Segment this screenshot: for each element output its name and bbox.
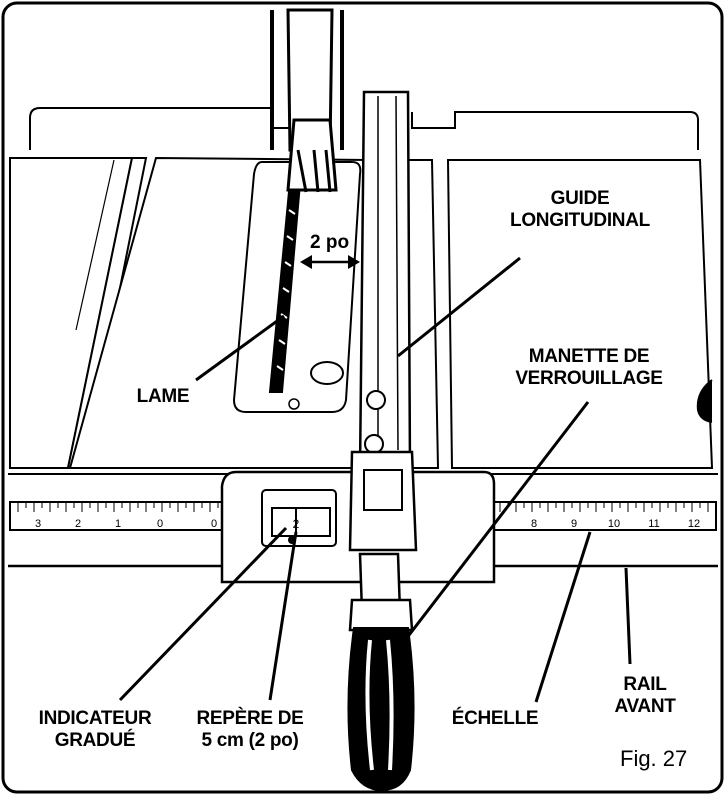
label-repere-line1: REPÈRE DE [196, 708, 304, 729]
scale-left-number: 0 [157, 518, 163, 530]
blade-guard-upper [270, 10, 344, 150]
right-extension-wing [446, 159, 714, 469]
leader-echelle [534, 531, 592, 703]
label-indicateur-line1: INDICATEUR [38, 708, 152, 729]
scale-strip-right [493, 501, 717, 531]
label-indicateur-line2: GRADUÉ [54, 730, 136, 751]
label-manette-line1: MANETTE DE [528, 346, 650, 367]
scale-right-number: 11 [648, 518, 659, 530]
handle-grip-highlight [365, 639, 394, 771]
label-rail-avant: RAIL AVANT [590, 674, 700, 718]
handle-grip [347, 627, 415, 792]
left-wing-slot-line [75, 159, 115, 331]
scale-right-number: 10 [608, 518, 620, 530]
anti-kickback-pawls [286, 118, 338, 192]
scale-right-number: 9 [571, 518, 577, 530]
throat-plate [232, 161, 362, 413]
pawl-teeth [296, 149, 332, 193]
right-wing-bump [696, 379, 713, 423]
figure-number: Fig. 27 [620, 746, 688, 771]
label-indicateur-gradue: INDICATEUR GRADUÉ [20, 708, 170, 752]
scale-ticks-left [17, 502, 219, 512]
label-guide-line2: LONGITUDINAL [510, 210, 650, 231]
label-manette-verrouillage: MANETTE DE VERROUILLAGE [494, 346, 684, 390]
plate-knob [310, 361, 344, 385]
label-repere-line2: 5 cm (2 po) [201, 730, 299, 751]
table-rear-edge-right [411, 111, 699, 150]
label-rail-line2: AVANT [614, 696, 676, 717]
table-rear-edge [29, 107, 300, 150]
leader-lame [195, 314, 285, 382]
label-lame: LAME [118, 386, 208, 408]
dimension-arrow-left-head [300, 255, 312, 269]
fence-screw-top [366, 390, 386, 410]
leader-manette [394, 401, 590, 653]
scale-ticks-right [499, 502, 709, 512]
main-table-right [406, 159, 440, 469]
leader-lines [118, 256, 632, 703]
leader-guide [397, 256, 521, 358]
fence-screw-bottom [364, 434, 384, 454]
label-manette-line2: VERROUILLAGE [515, 368, 663, 389]
scale-left-number: 0 [211, 518, 217, 530]
scale-left-number: 1 [115, 518, 121, 530]
leader-repere [268, 531, 298, 701]
label-guide-line1: GUIDE [550, 188, 610, 209]
leader-rail [624, 567, 632, 665]
rip-fence-rail [358, 90, 412, 472]
indicator-scale-number: 2 [293, 517, 300, 531]
scale-right-number: 12 [688, 518, 700, 530]
label-echelle-line1: ÉCHELLE [451, 708, 539, 729]
label-rail-line1: RAIL [623, 674, 667, 695]
handle-collar [348, 598, 414, 632]
scale-left-number: 2 [75, 518, 81, 530]
rip-fence-inner-line-2 [395, 95, 399, 451]
dimension-label: 2 po [308, 232, 352, 254]
label-echelle: ÉCHELLE [440, 708, 550, 730]
label-guide-longitudinal: GUIDE LONGITUDINAL [480, 188, 680, 232]
scale-strip-left [9, 501, 229, 531]
dimension-arrow-right-head [348, 255, 360, 269]
fence-head-slot [363, 469, 403, 511]
label-lame-line1: LAME [136, 386, 190, 407]
scale-left-number: 3 [35, 518, 41, 530]
scale-right-number: 8 [531, 518, 537, 530]
label-repere: REPÈRE DE 5 cm (2 po) [180, 708, 320, 752]
plate-hole [288, 398, 300, 410]
leader-indicateur [118, 526, 288, 702]
